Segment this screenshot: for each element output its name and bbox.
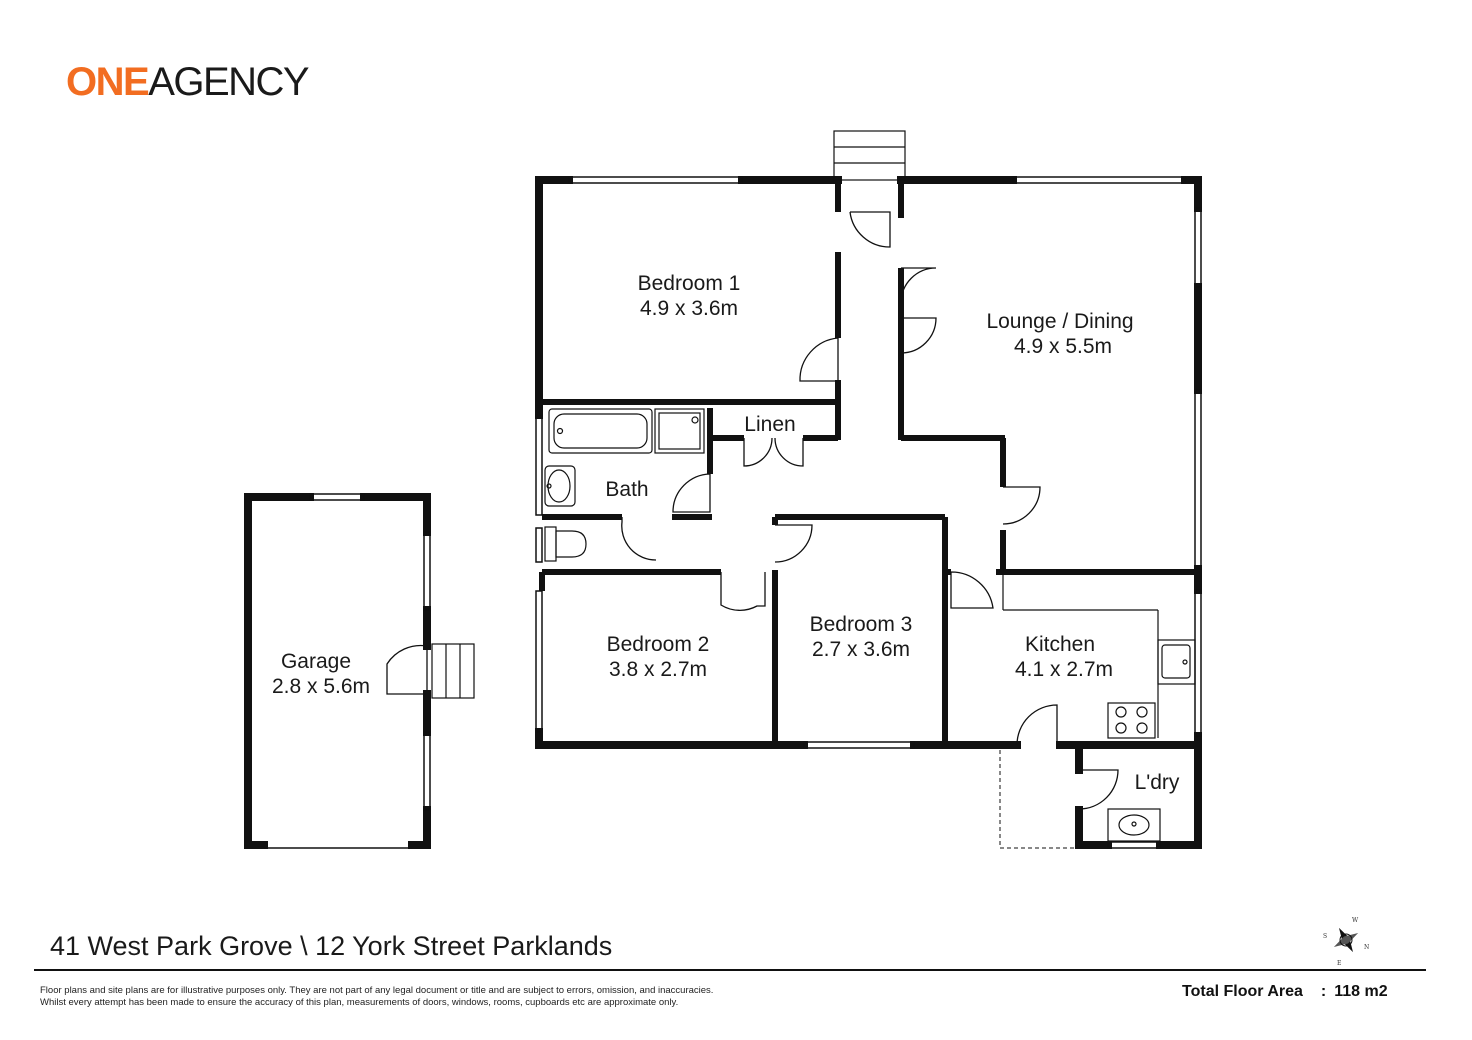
lounge-size: 4.9 x 5.5m — [1014, 335, 1112, 358]
outer-walls — [535, 176, 1202, 849]
compass-e: E — [1337, 960, 1341, 967]
bedroom2-size: 3.8 x 2.7m — [609, 658, 707, 681]
kitchen-name: Kitchen — [1025, 633, 1095, 656]
garage-windows — [264, 493, 431, 849]
bedroom3-size: 2.7 x 3.6m — [812, 638, 910, 661]
compass-w: W — [1352, 917, 1359, 924]
bedroom1-name: Bedroom 1 — [638, 272, 741, 295]
property-address: 41 West Park Grove \ 12 York Street Park… — [50, 931, 613, 961]
disclaimer-line-1: Floor plans and site plans are for illus… — [40, 985, 714, 996]
bath-name: Bath — [605, 478, 648, 501]
laundry-name: L'dry — [1135, 771, 1180, 794]
bedroom2-name: Bedroom 2 — [607, 633, 710, 656]
compass-icon: W S N E — [1323, 917, 1369, 967]
compass-s: S — [1323, 933, 1327, 940]
garage-size: 2.8 x 5.6m — [272, 675, 370, 698]
bedroom3-name: Bedroom 3 — [810, 613, 913, 636]
internal-walls — [539, 180, 1198, 745]
footer-divider — [34, 969, 1426, 971]
total-floor-area-value: 118 m2 — [1334, 983, 1388, 1000]
linen-name: Linen — [744, 413, 795, 436]
porch-outline — [999, 750, 1076, 849]
compass-n: N — [1364, 944, 1369, 951]
disclaimer-line-2: Whilst every attempt has been made to en… — [40, 997, 679, 1008]
bath-fixtures — [544, 408, 705, 562]
kitchen-fixtures — [1002, 572, 1196, 842]
doors — [386, 211, 1119, 810]
room-labels: Bedroom 1 4.9 x 3.6m Lounge / Dining 4.9… — [272, 272, 1180, 794]
logo-agency: AGENCY — [148, 60, 309, 104]
lounge-name: Lounge / Dining — [986, 310, 1133, 333]
kitchen-size: 4.1 x 2.7m — [1015, 658, 1113, 681]
windows — [535, 176, 1202, 849]
bedroom1-size: 4.9 x 3.6m — [640, 297, 738, 320]
total-floor-area-label: Total Floor Area — [1182, 983, 1303, 1000]
entry-steps — [431, 130, 906, 699]
disclaimer: Floor plans and site plans are for illus… — [40, 985, 713, 1009]
total-floor-area: Total Floor Area:118 m2 — [1182, 983, 1388, 1000]
garage-walls — [244, 493, 431, 849]
brand-logo: ONEAGENCY — [66, 58, 310, 106]
logo-one: ONE — [66, 60, 150, 104]
garage-name: Garage — [281, 650, 351, 673]
